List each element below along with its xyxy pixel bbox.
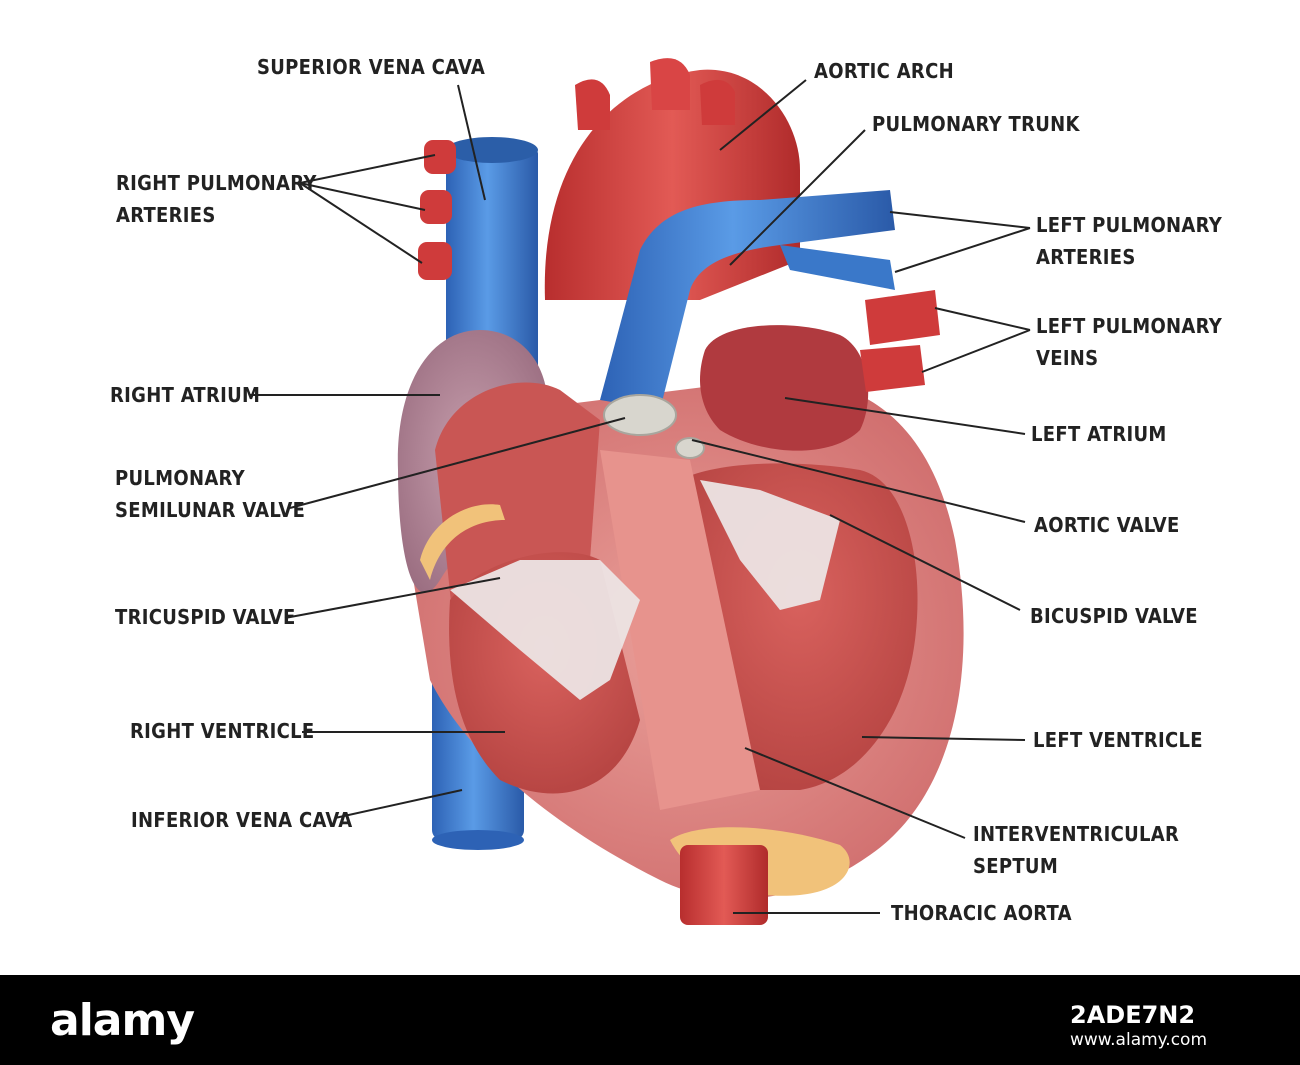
bicuspid-valve-leaflets <box>700 480 840 610</box>
label-pulmonary-semilunar-valve: PULMONARY SEMILUNAR VALVE <box>115 462 305 526</box>
aortic-branch-2 <box>650 58 690 110</box>
label-right-pulmonary-arteries-line2: ARTERIES <box>116 203 216 227</box>
label-left-pulmonary-veins-line1: LEFT PULMONARY <box>1036 314 1223 338</box>
label-pulmonary-semilunar-valve-line2: SEMILUNAR VALVE <box>115 498 306 522</box>
image-id: 2ADE7N2 <box>1070 1001 1196 1029</box>
leader-pulmonary-trunk <box>729 129 866 266</box>
label-tricuspid-valve: TRICUSPID VALVE <box>115 605 296 629</box>
label-right-atrium: RIGHT ATRIUM <box>110 383 261 407</box>
label-aortic-valve: AORTIC VALVE <box>1034 513 1180 537</box>
leader-bicuspid-valve <box>829 514 1021 611</box>
inferior-vena-cava-end <box>432 830 524 850</box>
leader-left-pulmonary-artery-2 <box>894 227 1031 273</box>
label-bicuspid-valve: BICUSPID VALVE <box>1030 604 1198 628</box>
leader-left-ventricle <box>861 736 1026 741</box>
leader-right-pulmonary-artery-3 <box>299 182 423 264</box>
right-pulmonary-artery-2 <box>420 190 452 224</box>
interventricular-septum-wall <box>600 450 760 810</box>
label-pulmonary-semilunar-valve-line1: PULMONARY <box>115 466 245 490</box>
leader-right-pulmonary-artery-2 <box>299 182 426 211</box>
label-interventricular-septum-line2: SEPTUM <box>973 854 1059 878</box>
leader-right-pulmonary-artery-1 <box>299 154 436 184</box>
label-right-pulmonary-arteries: RIGHT PULMONARY ARTERIES <box>116 167 317 231</box>
leader-interventricular-septum <box>744 747 966 839</box>
leader-inferior-vena-cava <box>334 789 463 819</box>
leader-left-pulmonary-vein-1 <box>934 307 1031 331</box>
superior-vena-cava-opening <box>446 137 538 163</box>
left-pulmonary-artery-lower <box>780 245 895 290</box>
leader-aortic-arch <box>719 79 807 151</box>
leader-left-pulmonary-artery-1 <box>889 211 1031 229</box>
leader-pulmonary-semilunar-valve <box>289 417 626 509</box>
leader-left-pulmonary-vein-2 <box>921 329 1031 373</box>
label-left-ventricle: LEFT VENTRICLE <box>1033 728 1203 752</box>
brand-logo: alamy <box>50 995 195 1046</box>
watermark-footer: alamy 2ADE7N2 www.alamy.com <box>0 975 1300 1065</box>
label-left-pulmonary-veins-line2: VEINS <box>1036 346 1099 370</box>
aortic-valve-ring <box>675 437 705 459</box>
label-right-ventricle: RIGHT VENTRICLE <box>130 719 315 743</box>
label-left-pulmonary-arteries-line2: ARTERIES <box>1036 245 1136 269</box>
aortic-branch-3 <box>700 79 735 125</box>
diagram-canvas: SUPERIOR VENA CAVA AORTIC ARCH PULMONARY… <box>110 55 1222 925</box>
left-atrium-chamber <box>700 325 869 451</box>
aortic-branch-1 <box>575 79 610 130</box>
label-right-pulmonary-arteries-line1: RIGHT PULMONARY <box>116 171 317 195</box>
label-interventricular-septum-line1: INTERVENTRICULAR <box>973 822 1180 846</box>
label-pulmonary-trunk: PULMONARY TRUNK <box>872 112 1080 136</box>
label-superior-vena-cava: SUPERIOR VENA CAVA <box>257 55 486 79</box>
label-left-pulmonary-arteries: LEFT PULMONARY ARTERIES <box>1036 209 1222 273</box>
thoracic-aorta-vessel <box>680 845 768 925</box>
label-left-atrium: LEFT ATRIUM <box>1031 422 1167 446</box>
heart-illustration <box>250 58 1031 925</box>
left-pulmonary-vein-1 <box>865 290 940 345</box>
right-pulmonary-artery-1 <box>424 140 456 174</box>
leader-tricuspid-valve <box>284 577 501 619</box>
fat-tissue-right <box>420 504 505 580</box>
label-aortic-arch: AORTIC ARCH <box>814 59 954 83</box>
label-inferior-vena-cava: INFERIOR VENA CAVA <box>131 808 353 832</box>
right-pulmonary-artery-3 <box>418 242 452 280</box>
label-left-pulmonary-arteries-line1: LEFT PULMONARY <box>1036 213 1223 237</box>
leader-aortic-valve <box>691 439 1026 523</box>
label-thoracic-aorta: THORACIC AORTA <box>891 901 1072 925</box>
left-pulmonary-vein-2 <box>860 345 925 392</box>
site-url: www.alamy.com <box>1070 1030 1208 1050</box>
tricuspid-valve-leaflets <box>450 560 640 700</box>
leader-left-atrium <box>784 397 1026 435</box>
pulmonary-trunk-vessel <box>600 190 895 410</box>
label-left-pulmonary-veins: LEFT PULMONARY VEINS <box>1036 310 1222 374</box>
leader-superior-vena-cava <box>457 84 486 201</box>
pulmonary-semilunar-valve-ring <box>603 394 677 436</box>
leader-lines <box>250 79 1031 914</box>
label-interventricular-septum: INTERVENTRICULAR SEPTUM <box>973 818 1179 882</box>
